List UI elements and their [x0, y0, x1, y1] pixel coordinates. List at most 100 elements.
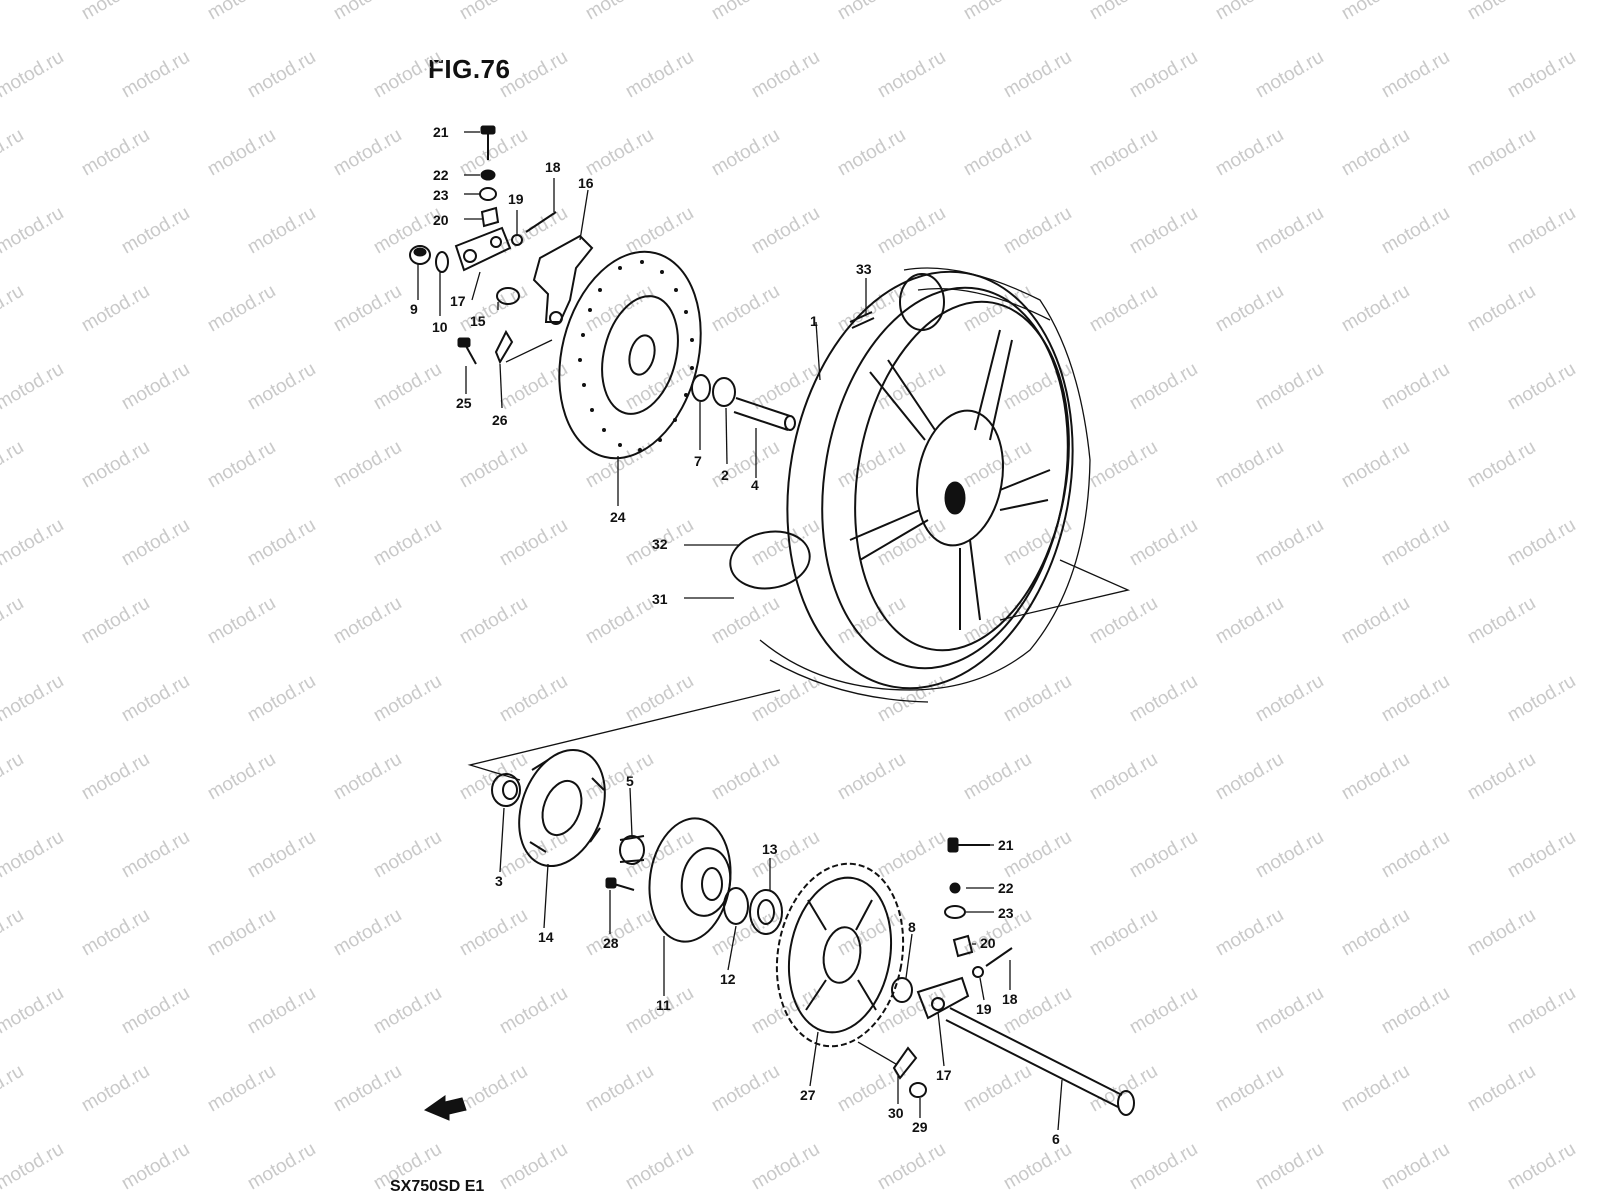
- watermark-text: motod.ru: [0, 1061, 27, 1117]
- watermark-text: motod.ru: [118, 47, 193, 103]
- watermark-text: motod.ru: [1000, 47, 1075, 103]
- watermark-text: motod.ru: [582, 0, 657, 24]
- hub-bearing: [491, 773, 521, 807]
- watermark-text: motod.ru: [1000, 671, 1075, 727]
- watermark-text: motod.ru: [204, 437, 279, 493]
- watermark-text: motod.ru: [330, 905, 405, 961]
- sprocket-bearings: [723, 887, 783, 935]
- watermark-text: motod.ru: [874, 515, 949, 571]
- watermark-text: motod.ru: [204, 0, 279, 24]
- watermark-text: motod.ru: [496, 983, 571, 1039]
- callout-7: 7: [694, 453, 702, 469]
- watermark-text: motod.ru: [370, 47, 445, 103]
- watermark-text: motod.ru: [496, 47, 571, 103]
- watermark-text: motod.ru: [1504, 671, 1579, 727]
- watermark-text: motod.ru: [622, 359, 697, 415]
- watermark-text: motod.ru: [370, 671, 445, 727]
- callout-20: 20: [433, 212, 449, 228]
- watermark-text: motod.ru: [1378, 359, 1453, 415]
- watermark-text: motod.ru: [330, 749, 405, 805]
- watermark-text: motod.ru: [1504, 359, 1579, 415]
- watermark-text: motod.ru: [370, 359, 445, 415]
- watermark-text: motod.ru: [748, 515, 823, 571]
- watermark-text: motod.ru: [78, 437, 153, 493]
- watermark-text: motod.ru: [748, 827, 823, 883]
- callout-9: 9: [410, 301, 418, 317]
- callout-29: 29: [912, 1119, 928, 1135]
- callout-5: 5: [626, 773, 634, 789]
- watermark-text: motod.ru: [244, 359, 319, 415]
- watermark-text: motod.ru: [1252, 827, 1327, 883]
- watermark-text: motod.ru: [834, 593, 909, 649]
- watermark-text: motod.ru: [0, 437, 27, 493]
- watermark-text: motod.ru: [0, 0, 27, 24]
- callout-12: 12: [720, 971, 736, 987]
- watermark-text: motod.ru: [496, 515, 571, 571]
- watermark-text: motod.ru: [708, 0, 783, 24]
- watermark-text: motod.ru: [1000, 203, 1075, 259]
- watermark-text: motod.ru: [582, 1061, 657, 1117]
- callout-26: 26: [492, 412, 508, 428]
- watermark-text: motod.ru: [748, 1139, 823, 1195]
- watermark-text: motod.ru: [78, 281, 153, 337]
- watermark-text: motod.ru: [582, 593, 657, 649]
- rear-wheel-and-tire: [467, 267, 1131, 781]
- watermark-text: motod.ru: [1338, 281, 1413, 337]
- watermark-text: motod.ru: [708, 1061, 783, 1117]
- watermark-text: motod.ru: [1338, 437, 1413, 493]
- callout-15: 15: [470, 313, 486, 329]
- callout-19: 19: [508, 191, 524, 207]
- watermark-text: motod.ru: [1504, 515, 1579, 571]
- watermark-text: motod.ru: [748, 47, 823, 103]
- drum-bolt: [605, 877, 635, 891]
- watermark-text: motod.ru: [874, 1139, 949, 1195]
- watermark-text: motod.ru: [582, 905, 657, 961]
- watermark-text: motod.ru: [204, 281, 279, 337]
- watermark-text: motod.ru: [204, 905, 279, 961]
- watermark-text: motod.ru: [330, 0, 405, 24]
- watermark-text: motod.ru: [960, 125, 1035, 181]
- watermark-text: motod.ru: [1338, 905, 1413, 961]
- watermark-text: motod.ru: [834, 749, 909, 805]
- watermark-text: motod.ru: [1126, 827, 1201, 883]
- watermark-text: motod.ru: [708, 593, 783, 649]
- watermark-text: motod.ru: [1504, 203, 1579, 259]
- watermark-text: motod.ru: [118, 203, 193, 259]
- watermark-text: motod.ru: [960, 749, 1035, 805]
- callout-14: 14: [538, 929, 554, 945]
- hub-spacers-upper: [691, 374, 796, 431]
- watermark-text: motod.ru: [1378, 47, 1453, 103]
- watermark-text: motod.ru: [1212, 905, 1287, 961]
- watermark-text: motod.ru: [1252, 671, 1327, 727]
- watermark-text: motod.ru: [0, 203, 67, 259]
- watermark-text: motod.ru: [244, 203, 319, 259]
- watermark-text: motod.ru: [1338, 1061, 1413, 1117]
- watermark-text: motod.ru: [960, 0, 1035, 24]
- callout-27: 27: [800, 1087, 816, 1103]
- watermark-text: motod.ru: [874, 359, 949, 415]
- rear-brake-disc: [558, 250, 702, 460]
- leader-lines: [417, 131, 1063, 1131]
- watermark-text: motod.ru: [1464, 749, 1539, 805]
- watermark-text: motod.ru: [244, 671, 319, 727]
- watermark-text: motod.ru: [622, 827, 697, 883]
- callout-8: 8: [908, 919, 916, 935]
- watermark-text: motod.ru: [874, 47, 949, 103]
- callout-17: 17: [450, 293, 466, 309]
- rear-axle: [945, 1007, 1135, 1116]
- watermark-text: motod.ru: [330, 1061, 405, 1117]
- watermark-text: motod.ru: [244, 983, 319, 1039]
- watermark-text: motod.ru: [1212, 593, 1287, 649]
- watermark-text: motod.ru: [582, 281, 657, 337]
- caliper-bracket-hardware: [409, 125, 594, 365]
- watermark-text: motod.ru: [1212, 125, 1287, 181]
- watermark-text: motod.ru: [244, 827, 319, 883]
- watermark-text: motod.ru: [1252, 203, 1327, 259]
- watermark-text: motod.ru: [78, 905, 153, 961]
- watermark-text: motod.ru: [1504, 1139, 1579, 1195]
- watermark-text: motod.ru: [456, 281, 531, 337]
- watermark-text: motod.ru: [118, 983, 193, 1039]
- watermark-text: motod.ru: [244, 1139, 319, 1195]
- watermark-text: motod.ru: [1464, 1061, 1539, 1117]
